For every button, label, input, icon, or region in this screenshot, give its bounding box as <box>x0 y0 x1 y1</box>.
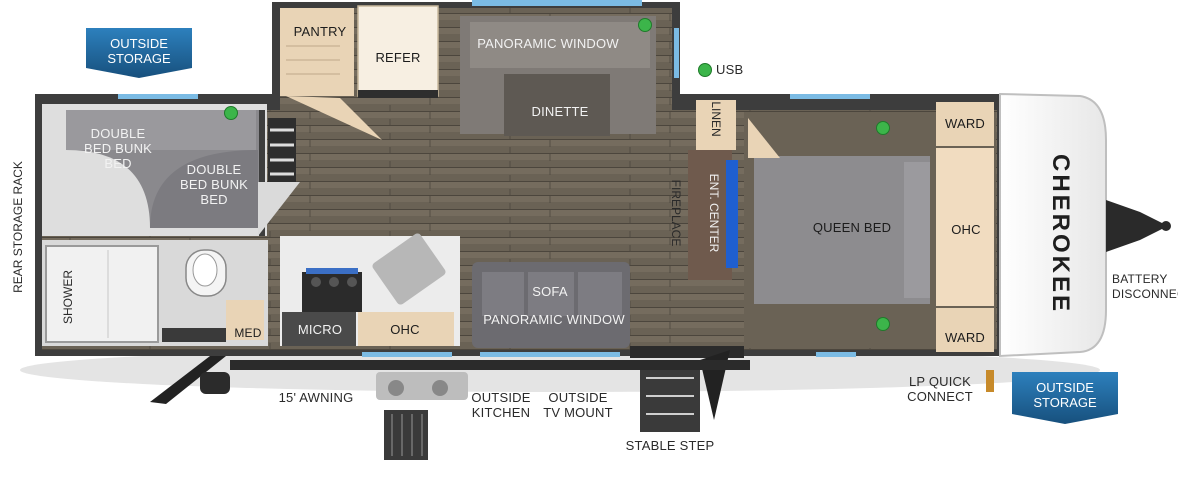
refrigerator <box>357 5 439 97</box>
window-rear-top <box>118 94 198 99</box>
bunk-bed-2 <box>150 150 258 228</box>
usb-label: USB <box>716 62 744 77</box>
awning-tube <box>230 360 750 370</box>
lp-quick-connect-label: LP QUICK CONNECT <box>907 374 973 404</box>
cherokee-brand-logo: CHEROKEE <box>1047 154 1074 315</box>
med-label: MED <box>234 326 262 340</box>
window-bedroom-top <box>790 94 870 99</box>
shower-label: SHOWER <box>61 270 75 324</box>
ohc-bedroom <box>936 148 994 306</box>
bunk-angle-wall <box>258 182 300 236</box>
outside-storage-label-right: OUTSIDE STORAGE <box>1033 380 1097 410</box>
usb-indicator-icon <box>698 63 712 77</box>
shower <box>45 245 159 343</box>
battery-disconnect-label: BATTERY DISCONNECT <box>1112 272 1178 301</box>
window-bedroom-bottom <box>816 352 856 357</box>
fireplace-label: FIREPLACE <box>669 179 683 247</box>
queen-bed <box>754 156 930 304</box>
door-swing-pantry <box>286 96 382 140</box>
outside-storage-label-left: OUTSIDE STORAGE <box>107 36 171 66</box>
bath-vanity <box>162 328 226 342</box>
hitch <box>1106 200 1168 252</box>
ent-center <box>688 150 732 280</box>
pantry <box>280 8 354 96</box>
ohc-kitchen-cabinet <box>358 312 454 346</box>
usb-port-ward-bottom-icon <box>876 317 890 331</box>
window-sofa-bottom <box>480 352 620 357</box>
micro-cabinet <box>282 312 356 346</box>
window-slide-side <box>674 28 679 78</box>
ladder <box>268 118 296 182</box>
rear-storage-rack-label: REAR STORAGE RACK <box>11 161 25 293</box>
ohc-kitchen-label: OHC <box>390 322 420 337</box>
dinette-table <box>504 74 610 136</box>
pantry-label: PANTRY <box>293 24 347 39</box>
lp-connector <box>986 370 994 392</box>
linen-closet <box>696 100 736 150</box>
outside-tv-mount-label: OUTSIDE TV MOUNT <box>543 390 613 420</box>
queen-bed-head <box>904 162 930 298</box>
usb-port-bunk-icon <box>224 106 238 120</box>
ent-center-label: ENT. CENTER <box>707 173 721 253</box>
stable-step-label: STABLE STEP <box>625 438 715 453</box>
linen-label: LINEN <box>709 101 723 137</box>
panoramic-window-top-label: PANORAMIC WINDOW <box>477 36 619 51</box>
toilet-bowl <box>192 253 218 287</box>
double-bed-bunk-2-label: DOUBLE BED BUNK BED <box>179 162 249 207</box>
awning-arm-left <box>150 356 226 404</box>
micro-label: MICRO <box>297 322 343 337</box>
usb-port-ward-top-icon <box>876 121 890 135</box>
kitchen-accent <box>306 268 358 274</box>
med-cabinet <box>226 300 264 340</box>
outside-kitchen-label: OUTSIDE KITCHEN <box>471 390 531 420</box>
sofa-label: SOFA <box>532 284 568 299</box>
panoramic-window-bottom-label: PANORAMIC WINDOW <box>483 312 625 327</box>
front-cap <box>999 92 1107 358</box>
window-kitchen-bottom <box>362 352 452 357</box>
awning-label: 15' AWNING <box>278 390 354 405</box>
ward-bottom <box>936 308 994 352</box>
double-bed-bunk-1-label: DOUBLE BED BUNK BED <box>83 126 153 171</box>
bedroom-door-swing <box>748 118 780 158</box>
ohc-bedroom-label: OHC <box>951 222 981 237</box>
dinette-label: DINETTE <box>531 104 589 119</box>
usb-port-slide-icon <box>638 18 652 32</box>
ward-top-label: WARD <box>944 116 986 131</box>
outside-storage-badge-right <box>1012 372 1118 424</box>
ward-bottom-label: WARD <box>944 330 986 345</box>
fireplace-screen <box>726 160 738 268</box>
sink <box>372 233 446 305</box>
outside-storage-badge-left <box>86 28 192 78</box>
ward-top <box>936 102 994 146</box>
rear-shadow <box>200 372 230 394</box>
refer-label: REFER <box>375 50 421 65</box>
dinette-bench-top <box>470 22 650 68</box>
queen-bed-label: QUEEN BED <box>812 220 892 235</box>
window-slide-top <box>472 0 642 6</box>
